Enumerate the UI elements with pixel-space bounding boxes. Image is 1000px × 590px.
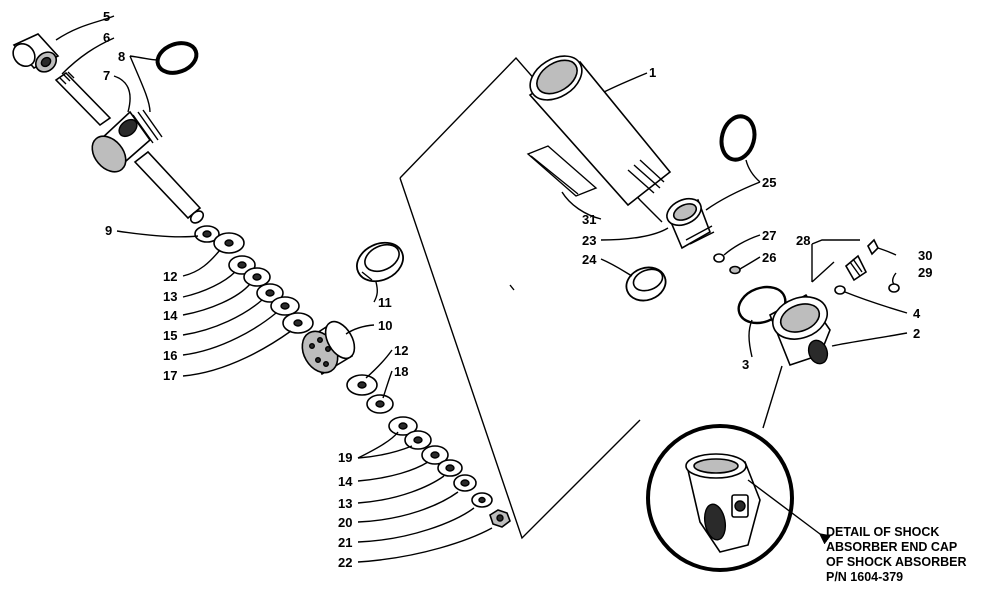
piston-rod-assembly <box>12 33 511 528</box>
leader-lines <box>55 15 908 563</box>
callout-28: 28 <box>796 233 810 248</box>
part-7-seal-head <box>91 109 163 173</box>
part-11-piston-ring <box>356 241 404 283</box>
callout-14b: 14 <box>338 474 353 489</box>
callout-27: 27 <box>762 228 776 243</box>
callout-6: 6 <box>103 30 110 45</box>
detail-caption-line-2: ABSORBER END CAP <box>826 540 957 554</box>
callout-5: 5 <box>103 9 110 24</box>
callout-1: 1 <box>649 65 656 80</box>
part-23-seal-head <box>666 197 715 250</box>
detail-caption-line-4: P/N 1604-379 <box>826 570 903 584</box>
detail-caption-line-1: DETAIL OF SHOCK <box>826 525 939 539</box>
callout-13b: 13 <box>338 496 352 511</box>
part-1-shock-body <box>528 55 672 207</box>
callout-7: 7 <box>103 68 110 83</box>
callout-17: 17 <box>163 368 177 383</box>
callout-4: 4 <box>913 306 921 321</box>
callout-21: 21 <box>338 535 352 550</box>
detail-caption-line-3: OF SHOCK ABSORBER <box>826 555 967 569</box>
callout-25: 25 <box>762 175 776 190</box>
callout-2: 2 <box>913 326 920 341</box>
callout-19: 19 <box>338 450 352 465</box>
callout-12a: 12 <box>163 269 177 284</box>
shock-body-assembly <box>526 55 900 366</box>
callout-24: 24 <box>582 252 597 267</box>
part-4-washer <box>834 285 846 295</box>
callout-26: 26 <box>762 250 776 265</box>
washer-stack-upper <box>194 225 314 334</box>
part-2-end-cap <box>768 293 831 366</box>
callout-9: 9 <box>105 223 112 238</box>
callout-14a: 14 <box>163 308 178 323</box>
callout-22: 22 <box>338 555 352 570</box>
callout-20: 20 <box>338 515 352 530</box>
washer-stack-lower <box>346 374 511 528</box>
part-29-o-ring <box>888 283 900 293</box>
callout-8: 8 <box>118 49 125 64</box>
part-8-o-ring <box>155 41 199 75</box>
callout-31: 31 <box>582 212 596 227</box>
detail-end-cap-part <box>685 453 761 553</box>
callout-30: 30 <box>918 248 932 263</box>
part-24-retaining-ring <box>625 266 667 302</box>
part-31-decal <box>526 145 598 197</box>
detail-caption: DETAIL OF SHOCK ABSORBER END CAP OF SHOC… <box>826 525 967 584</box>
part-27-o-ring <box>713 253 725 263</box>
detail-end-cap-view <box>646 365 832 572</box>
part-28-valve <box>844 254 868 282</box>
part-30-screw <box>867 238 879 256</box>
callout-10: 10 <box>378 318 392 333</box>
part-25-o-ring <box>719 114 757 162</box>
callout-13a: 13 <box>163 289 177 304</box>
callout-12b: 12 <box>394 343 408 358</box>
callout-16: 16 <box>163 348 177 363</box>
part-10-piston <box>301 320 356 376</box>
callout-15: 15 <box>163 328 177 343</box>
part-6-rod-end <box>54 71 112 127</box>
callout-29: 29 <box>918 265 932 280</box>
callout-numbers: 5 6 8 7 9 12 13 14 15 16 17 11 10 12 18 … <box>103 9 932 570</box>
callout-3: 3 <box>742 357 749 372</box>
callout-23: 23 <box>582 233 596 248</box>
part-5-bushing <box>12 33 60 73</box>
piston-rod-shaft <box>133 150 202 220</box>
part-26-fitting <box>729 265 741 275</box>
callout-18: 18 <box>394 364 408 379</box>
callout-11: 11 <box>378 295 392 310</box>
